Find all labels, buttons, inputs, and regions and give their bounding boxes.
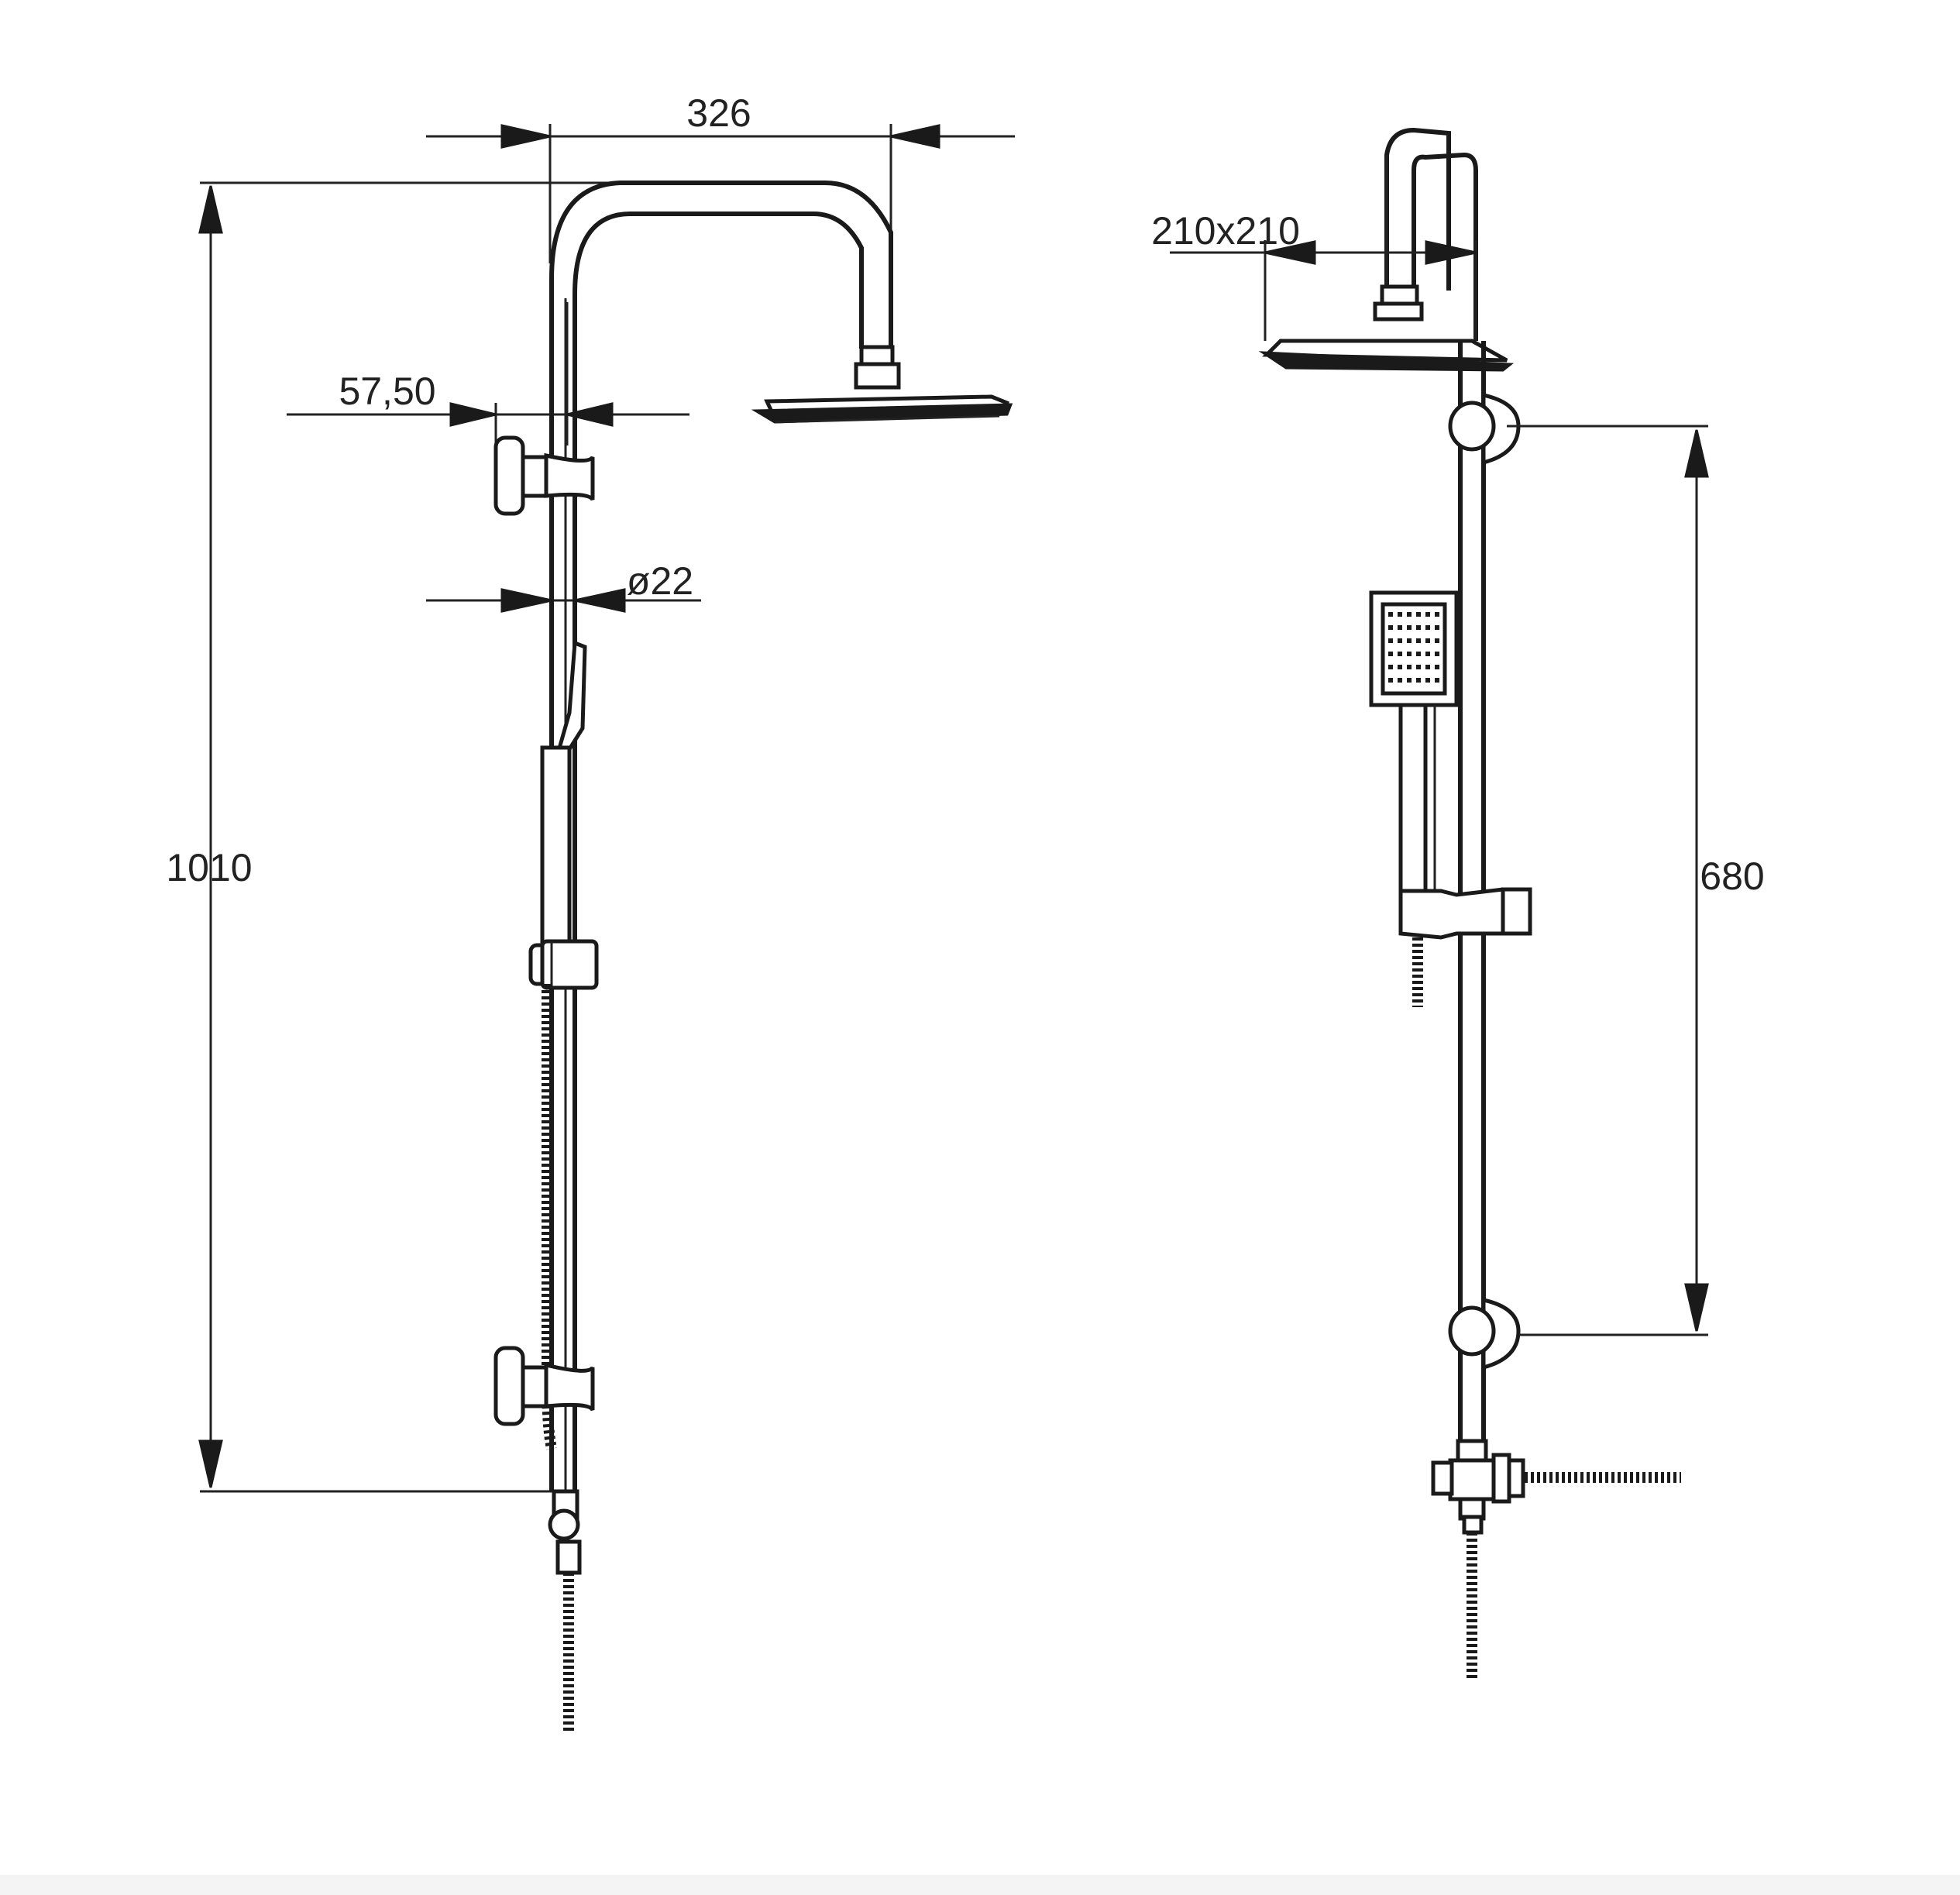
nozzle <box>1407 665 1412 669</box>
nozzle <box>1435 665 1439 669</box>
bottom-band <box>0 1875 1960 1895</box>
dimension-total-height-label: 1010 <box>166 846 252 889</box>
upper-bracket-front <box>1448 392 1521 466</box>
nozzle <box>1398 625 1402 630</box>
nozzle <box>1398 652 1402 656</box>
nozzle <box>1425 638 1430 643</box>
nozzle <box>1435 652 1439 656</box>
hand-shower-side <box>540 640 587 955</box>
dimension-bracket-spacing: 680 <box>1507 425 1765 1336</box>
shower-head-front <box>1258 284 1515 372</box>
dimension-rail-diameter: ø22 <box>426 559 701 613</box>
nozzle <box>1407 638 1412 643</box>
nozzle <box>1425 612 1430 617</box>
nozzle <box>1407 652 1412 656</box>
nozzle <box>1435 625 1439 630</box>
slider-holder-side <box>528 939 599 990</box>
dimension-wall-offset-label: 57,50 <box>339 370 435 413</box>
nozzle <box>1407 612 1412 617</box>
nozzle <box>1425 652 1430 656</box>
nozzle <box>1388 638 1393 643</box>
nozzle <box>1425 625 1430 630</box>
nozzle <box>1425 665 1430 669</box>
nozzle <box>1388 665 1393 669</box>
lower-bracket-front <box>1448 1297 1521 1371</box>
nozzle <box>1425 678 1430 683</box>
nozzle <box>1407 625 1412 630</box>
nozzle <box>1416 638 1421 643</box>
diverter-front <box>1431 1439 1681 1681</box>
nozzle <box>1416 625 1421 630</box>
spray-nozzles <box>1388 612 1439 683</box>
nozzle <box>1388 612 1393 617</box>
dimension-arm-projection: 326 <box>426 91 1015 263</box>
hose-side <box>542 984 557 1450</box>
hand-shower-front <box>1369 590 1459 909</box>
lower-bracket-side <box>493 1346 595 1426</box>
nozzle <box>1398 678 1402 683</box>
nozzle <box>1435 678 1439 683</box>
nozzle <box>1435 612 1439 617</box>
nozzle <box>1416 678 1421 683</box>
nozzle <box>1416 612 1421 617</box>
dimension-head-size: 210x210 <box>1151 209 1477 341</box>
nozzle <box>1388 652 1393 656</box>
nozzle <box>1398 612 1402 617</box>
nozzle <box>1407 678 1412 683</box>
outlet-side <box>548 1489 582 1732</box>
nozzle <box>1388 625 1393 630</box>
dimension-arm-projection-label: 326 <box>686 91 751 135</box>
side-view: 326 1010 57,50 ø22 <box>166 91 1015 1732</box>
riser-rail-side <box>549 181 893 1491</box>
nozzle <box>1435 638 1439 643</box>
riser-arm-front <box>1384 127 1478 341</box>
dimension-total-height: 1010 <box>166 181 829 1493</box>
dimension-rail-diameter-label: ø22 <box>627 559 693 603</box>
shower-head-side <box>751 345 1013 424</box>
dimension-head-size-label: 210x210 <box>1151 209 1300 253</box>
nozzle <box>1416 652 1421 656</box>
front-view: 210x210 <box>1151 127 1765 1681</box>
nozzle <box>1398 665 1402 669</box>
dimension-bracket-spacing-label: 680 <box>1700 855 1764 898</box>
upper-bracket-side <box>493 435 595 516</box>
nozzle <box>1416 665 1421 669</box>
dimension-wall-offset: 57,50 <box>287 302 689 445</box>
nozzle <box>1388 678 1393 683</box>
slider-holder-front <box>1398 887 1532 1007</box>
nozzle <box>1398 638 1402 643</box>
